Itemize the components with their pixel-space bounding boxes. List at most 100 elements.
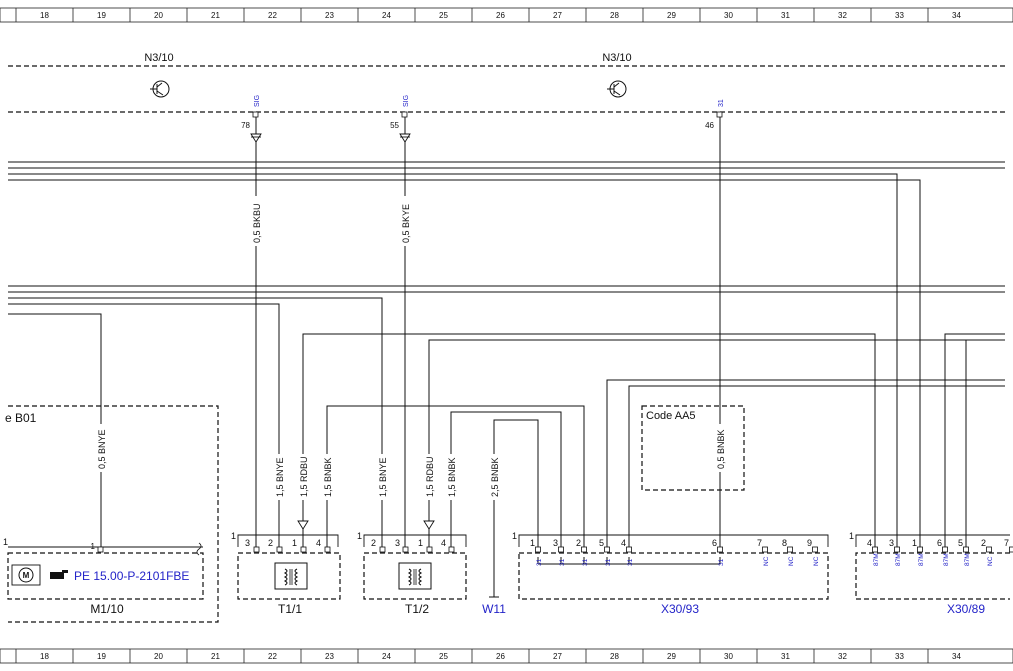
wire-label: 1,5 BNBK bbox=[323, 457, 333, 497]
ruler-column-number: 26 bbox=[496, 652, 505, 661]
transformer-icon bbox=[398, 562, 432, 590]
pin-number: 78 bbox=[241, 121, 250, 130]
pin-tag: 31 bbox=[605, 558, 612, 566]
pin-socket bbox=[535, 546, 541, 553]
pin-number: 4 bbox=[316, 538, 321, 548]
pin-tag: 31 bbox=[627, 558, 634, 566]
pin-number: 4 bbox=[867, 538, 872, 548]
pin-socket bbox=[762, 546, 768, 553]
pin-tag: 31 bbox=[536, 558, 543, 566]
pin-number: 55 bbox=[390, 121, 399, 130]
box-label: e B01 bbox=[5, 411, 37, 425]
top-pin-gnd: 31 46 bbox=[705, 99, 725, 130]
ruler-column-number: 33 bbox=[895, 11, 904, 20]
connector-icon bbox=[250, 133, 411, 143]
connector-corner-number: 1 bbox=[3, 537, 8, 547]
transistor-icon bbox=[150, 80, 170, 98]
pin-tag: NC bbox=[788, 556, 795, 566]
reference-hand-icon bbox=[50, 570, 68, 579]
pin-socket bbox=[894, 546, 900, 553]
wire-label: 1,5 BNYE bbox=[378, 457, 388, 497]
pin-number: 46 bbox=[705, 121, 714, 130]
pin-tag: 87M bbox=[964, 553, 971, 566]
pin-tag: NC bbox=[763, 556, 770, 566]
ruler-column-number: 32 bbox=[838, 652, 847, 661]
pin-number: 9 bbox=[807, 538, 812, 548]
ruler-column-number: 22 bbox=[268, 11, 277, 20]
pin-signal: SIG bbox=[254, 95, 261, 107]
module-label-n3-right: N3/10 bbox=[602, 52, 631, 64]
pin-number: 3 bbox=[395, 538, 400, 548]
ruler-column-number: 19 bbox=[97, 652, 106, 661]
pin-number: 2 bbox=[576, 538, 581, 548]
pin-number: 3 bbox=[889, 538, 894, 548]
ruler-column-number: 20 bbox=[154, 652, 163, 661]
ruler-column-number: 29 bbox=[667, 652, 676, 661]
wire-label: 0,5 BKBU bbox=[252, 203, 262, 243]
component-label: X30/89 bbox=[947, 602, 985, 616]
component-m110: 1 1 M PE 15.00-P-2101FBE M1/10 bbox=[3, 537, 204, 616]
wire-label: 0,5 BNYE bbox=[97, 429, 107, 469]
wire-label: 1,5 BNYE bbox=[275, 457, 285, 497]
pin-socket bbox=[986, 546, 992, 553]
ruler-column-number: 25 bbox=[439, 652, 448, 661]
pin-number: 3 bbox=[245, 538, 250, 548]
component-x3089: 1 X30/89 bbox=[849, 531, 1010, 616]
pin-number: 8 bbox=[782, 538, 787, 548]
pin-number: 7 bbox=[1004, 538, 1009, 548]
ruler-column-number: 18 bbox=[40, 652, 49, 661]
component-t12: 1 2 3 1 4 T1/2 bbox=[357, 531, 467, 616]
wire-label: 1,5 BNBK bbox=[447, 457, 457, 497]
ruler-column-number: 28 bbox=[610, 11, 619, 20]
component-x3093: 1 X30/93 bbox=[512, 531, 829, 616]
pin-tag: NC bbox=[813, 556, 820, 566]
component-label: M1/10 bbox=[90, 602, 124, 616]
wire-label: 2,5 BNBK bbox=[490, 457, 500, 497]
pin-socket bbox=[581, 546, 587, 553]
ruler-column-number: 30 bbox=[724, 652, 733, 661]
pin-socket bbox=[626, 546, 632, 553]
connector-icon bbox=[297, 520, 435, 530]
ruler-column-number: 21 bbox=[211, 11, 220, 20]
connector-corner-number: 1 bbox=[849, 531, 854, 541]
ruler-column-number: 20 bbox=[154, 11, 163, 20]
wire-label: 0,5 BKYE bbox=[401, 204, 411, 243]
pin-tag: 87M bbox=[873, 553, 880, 566]
pin-socket bbox=[558, 546, 564, 553]
motor-icon: M bbox=[18, 567, 34, 583]
box-code-aa5: Code AA5 bbox=[641, 405, 745, 491]
wires bbox=[8, 117, 1005, 598]
ruler-column-number: 24 bbox=[382, 11, 391, 20]
wire-label: 0,5 BNBK bbox=[716, 429, 726, 469]
component-label: X30/93 bbox=[661, 602, 699, 616]
ruler-column-number: 29 bbox=[667, 11, 676, 20]
ruler-column-number: 18 bbox=[40, 11, 49, 20]
pin-socket bbox=[717, 546, 723, 553]
pin-socket bbox=[917, 546, 923, 553]
pin-tag: 87M bbox=[918, 553, 925, 566]
component-t11: 1 3 2 1 4 T1/1 bbox=[231, 531, 341, 616]
pin-number: 6 bbox=[937, 538, 942, 548]
pin-tag: 87M bbox=[943, 553, 950, 566]
pin-tag: 31 bbox=[559, 558, 566, 566]
ruler-column-number: 31 bbox=[781, 652, 790, 661]
pin-socket bbox=[1009, 546, 1013, 553]
ground-point-label: W11 bbox=[482, 602, 506, 616]
svg-text:M: M bbox=[23, 571, 30, 580]
pin-number: 3 bbox=[553, 538, 558, 548]
pin-socket bbox=[812, 546, 818, 553]
pin-socket bbox=[942, 546, 948, 553]
wire-labels: 0,5 BKBU 0,5 BKYE 0,5 BNYE 1,5 BNYE 1,5 … bbox=[97, 203, 726, 497]
ruler-column-number: 19 bbox=[97, 11, 106, 20]
component-label: T1/2 bbox=[405, 602, 429, 616]
ruler-column-number: 34 bbox=[952, 652, 961, 661]
ruler-column-number: 28 bbox=[610, 652, 619, 661]
pin-number: 1 bbox=[91, 542, 96, 551]
pin-tag: 87M bbox=[895, 553, 902, 566]
ruler-column-number: 25 bbox=[439, 11, 448, 20]
pe-reference-link[interactable]: PE 15.00-P-2101FBE bbox=[74, 569, 189, 583]
